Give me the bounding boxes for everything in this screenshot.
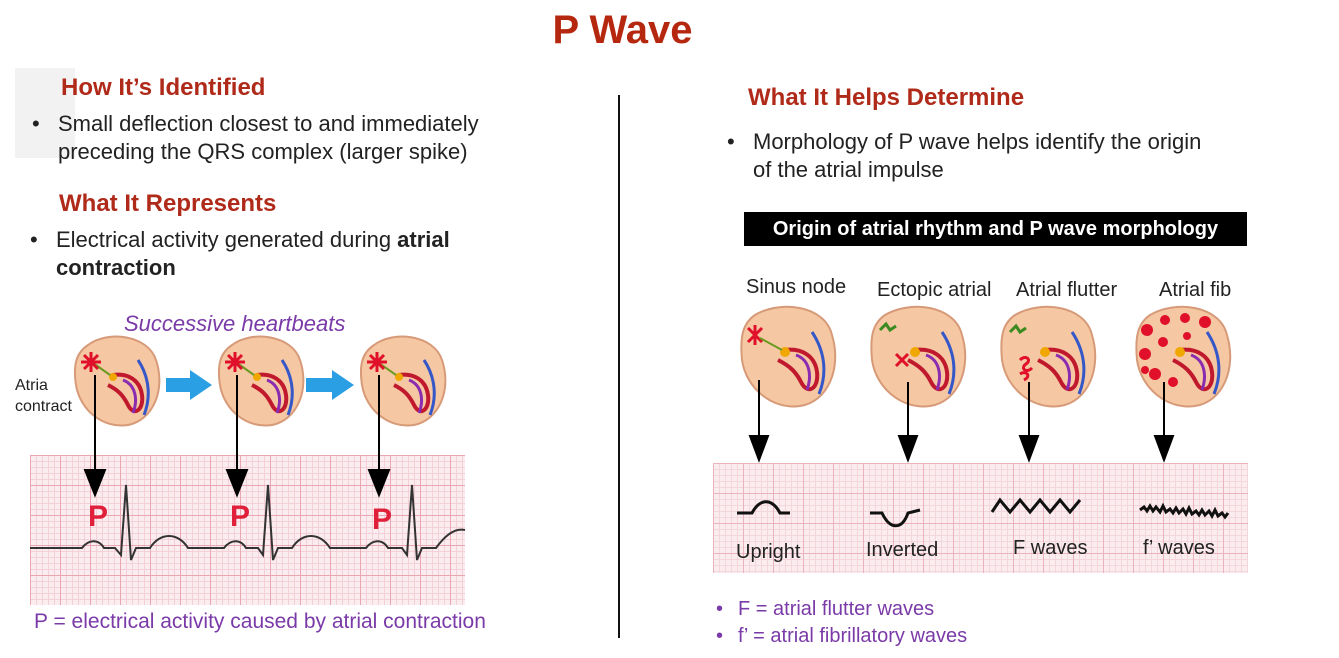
bullet-dot: • [32, 111, 40, 136]
atria-label-line1: Atria [15, 377, 48, 394]
identified-bullet: • Small deflection closest to and immedia… [32, 110, 479, 166]
wave-label-f-waves: F waves [1013, 537, 1088, 559]
ecg-grid-right [713, 463, 1248, 573]
left-footer: P = electrical activity caused by atrial… [34, 610, 486, 633]
black-arrows-right [748, 380, 1175, 463]
wave-flutter [990, 497, 1082, 515]
represents-bold-contraction: contraction [56, 255, 176, 280]
successive-caption: Successive heartbeats [124, 311, 346, 336]
determine-line1: Morphology of P wave helps identify the … [753, 129, 1202, 154]
identified-line2: preceding the QRS complex (larger spike) [58, 139, 468, 164]
bullet-dot: • [727, 129, 735, 154]
legend-list: •F = atrial flutter waves •f’ = atrial f… [716, 596, 967, 650]
identified-line1: Small deflection closest to and immediat… [58, 111, 479, 136]
origin-table-title: Origin of atrial rhythm and P wave morph… [744, 212, 1247, 246]
p-label-2: P [230, 500, 251, 533]
represents-heading: What It Represents [59, 190, 277, 217]
represents-bullet: • Electrical activity generated during at… [30, 226, 450, 282]
legend-item-fprime: f’ = atrial fibrillatory waves [738, 625, 968, 647]
column-divider [618, 95, 620, 638]
legend-item: •F = atrial flutter waves [716, 598, 935, 620]
bullet-dot: • [30, 227, 38, 252]
successive-heartbeats-figure [30, 334, 466, 561]
p-label-3: P [372, 503, 393, 536]
page-title: P Wave [552, 8, 693, 52]
legend-item: •f’ = atrial fibrillatory waves [716, 625, 968, 647]
ecg-grid-left [30, 455, 465, 605]
ecg-trace [30, 484, 466, 561]
origin-atrial-fib: Atrial fib [1159, 279, 1232, 301]
atria-contract-label: Atria contract [15, 375, 72, 417]
wave-fib [1139, 502, 1230, 520]
atria-label-line2: contract [15, 398, 72, 415]
represents-text: Electrical activity generated during [56, 227, 398, 252]
origin-ectopic-atrial: Ectopic atrial [877, 279, 992, 301]
black-arrows-left [83, 375, 391, 498]
identified-heading: How It’s Identified [61, 74, 266, 101]
represents-bold-atrial: atrial [397, 227, 450, 252]
wave-inverted [870, 508, 921, 528]
blue-arrow-1 [166, 370, 212, 400]
heart-flutter [999, 304, 1098, 409]
determine-line2: of the atrial impulse [753, 157, 944, 182]
left-panel-shade [15, 68, 75, 158]
origin-sinus-node: Sinus node [746, 276, 847, 298]
heart-fib [1134, 304, 1233, 409]
heart-ectopic [869, 304, 968, 409]
determine-heading: What It Helps Determine [748, 84, 1025, 111]
wave-label-upright: Upright [736, 541, 801, 563]
p-label-1: P [88, 500, 109, 533]
wave-label-fprime-waves: f’ waves [1143, 537, 1215, 559]
heart-sinus [739, 304, 838, 409]
wave-upright [737, 500, 790, 515]
legend-item-f: F = atrial flutter waves [738, 598, 935, 620]
wave-label-inverted: Inverted [866, 539, 939, 561]
determine-bullet: • Morphology of P wave helps identify the… [727, 128, 1201, 184]
origin-atrial-flutter: Atrial flutter [1016, 279, 1118, 301]
blue-arrow-2 [306, 370, 354, 400]
